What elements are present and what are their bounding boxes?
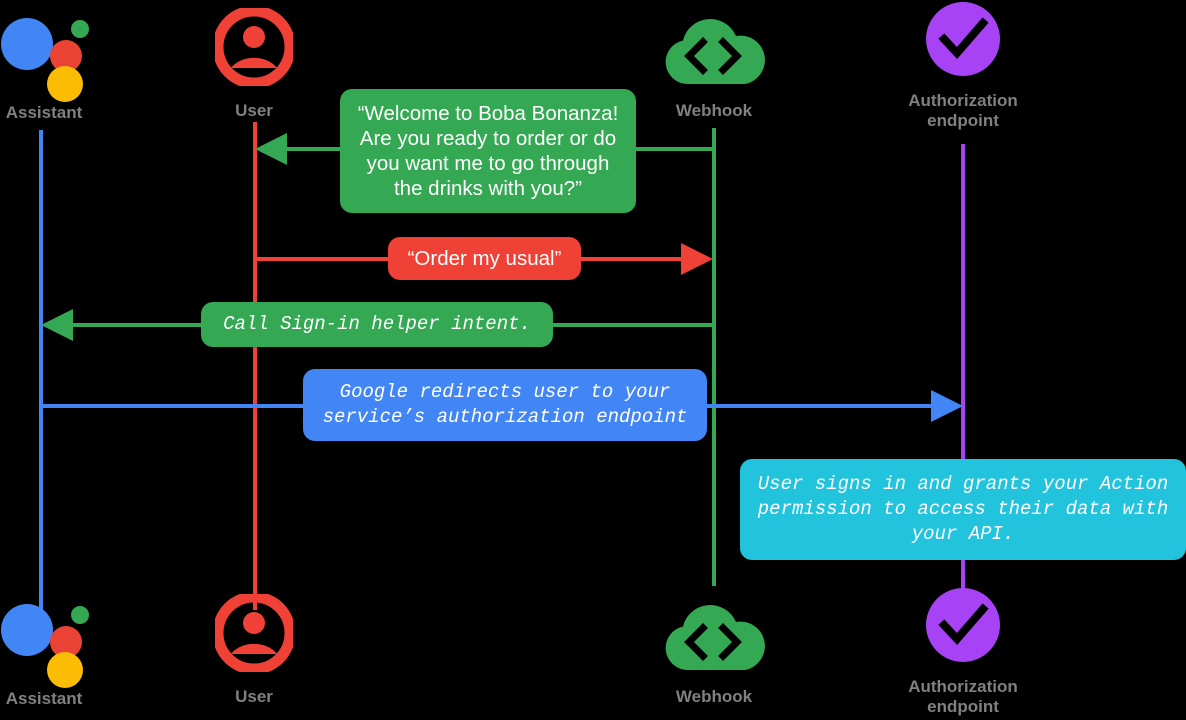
actor-label-user-bottom: User bbox=[235, 687, 273, 706]
google-assistant-logo bbox=[1, 10, 89, 102]
arrowhead-welcome-left bbox=[255, 133, 287, 165]
arrowhead-redirect-right bbox=[931, 390, 963, 422]
lifeline-user bbox=[253, 122, 257, 610]
purple-check-circle-icon bbox=[926, 2, 1000, 76]
assistant-blue-circle-icon bbox=[1, 604, 53, 656]
actor-assistant-top bbox=[0, 10, 89, 102]
cloud-code-icon bbox=[665, 18, 765, 84]
user-avatar-icon-bottom bbox=[215, 594, 293, 672]
actor-label-assistant-top: Assistant bbox=[5, 103, 83, 122]
assistant-green-circle-icon bbox=[71, 606, 89, 624]
actor-label-user-top: User bbox=[235, 101, 273, 120]
assistant-yellow-circle-icon bbox=[47, 66, 83, 102]
actor-label-auth-top: Authorization endpoint bbox=[908, 91, 1018, 130]
actor-assistant-bottom bbox=[0, 596, 89, 688]
lifeline-assistant bbox=[39, 130, 43, 610]
lifeline-webhook bbox=[712, 128, 716, 586]
user-avatar-icon bbox=[215, 8, 293, 86]
cloud-code-icon-bottom bbox=[665, 604, 765, 670]
message-bubble-signin-helper: Call Sign-in helper intent. bbox=[201, 302, 553, 347]
actor-auth-bottom bbox=[926, 588, 1000, 662]
message-bubble-order-usual: “Order my usual” bbox=[388, 237, 581, 280]
assistant-yellow-circle-icon bbox=[47, 652, 83, 688]
assistant-green-circle-icon bbox=[71, 20, 89, 38]
actor-user-top bbox=[214, 8, 294, 86]
arrowhead-signin-helper-left bbox=[41, 309, 73, 341]
message-bubble-welcome: “Welcome to Boba Bonanza! Are you ready … bbox=[340, 89, 636, 213]
actor-label-webhook-top: Webhook bbox=[675, 101, 753, 120]
actor-auth-top bbox=[926, 2, 1000, 76]
purple-check-circle-icon-bottom bbox=[926, 588, 1000, 662]
actor-label-webhook-bottom: Webhook bbox=[675, 687, 753, 706]
actor-webhook-top bbox=[658, 12, 770, 88]
actor-user-bottom bbox=[214, 594, 294, 672]
actor-label-auth-bottom: Authorization endpoint bbox=[908, 677, 1018, 716]
lifeline-auth bbox=[961, 144, 965, 596]
message-bubble-redirect: Google redirects user to your service’s … bbox=[303, 369, 707, 441]
google-assistant-logo-bottom bbox=[1, 596, 89, 688]
assistant-blue-circle-icon bbox=[1, 18, 53, 70]
arrowhead-order-usual-right bbox=[681, 243, 713, 275]
actor-label-assistant-bottom: Assistant bbox=[5, 689, 83, 708]
actor-webhook-bottom bbox=[658, 598, 770, 674]
message-bubble-grant-permission: User signs in and grants your Action per… bbox=[740, 459, 1186, 560]
